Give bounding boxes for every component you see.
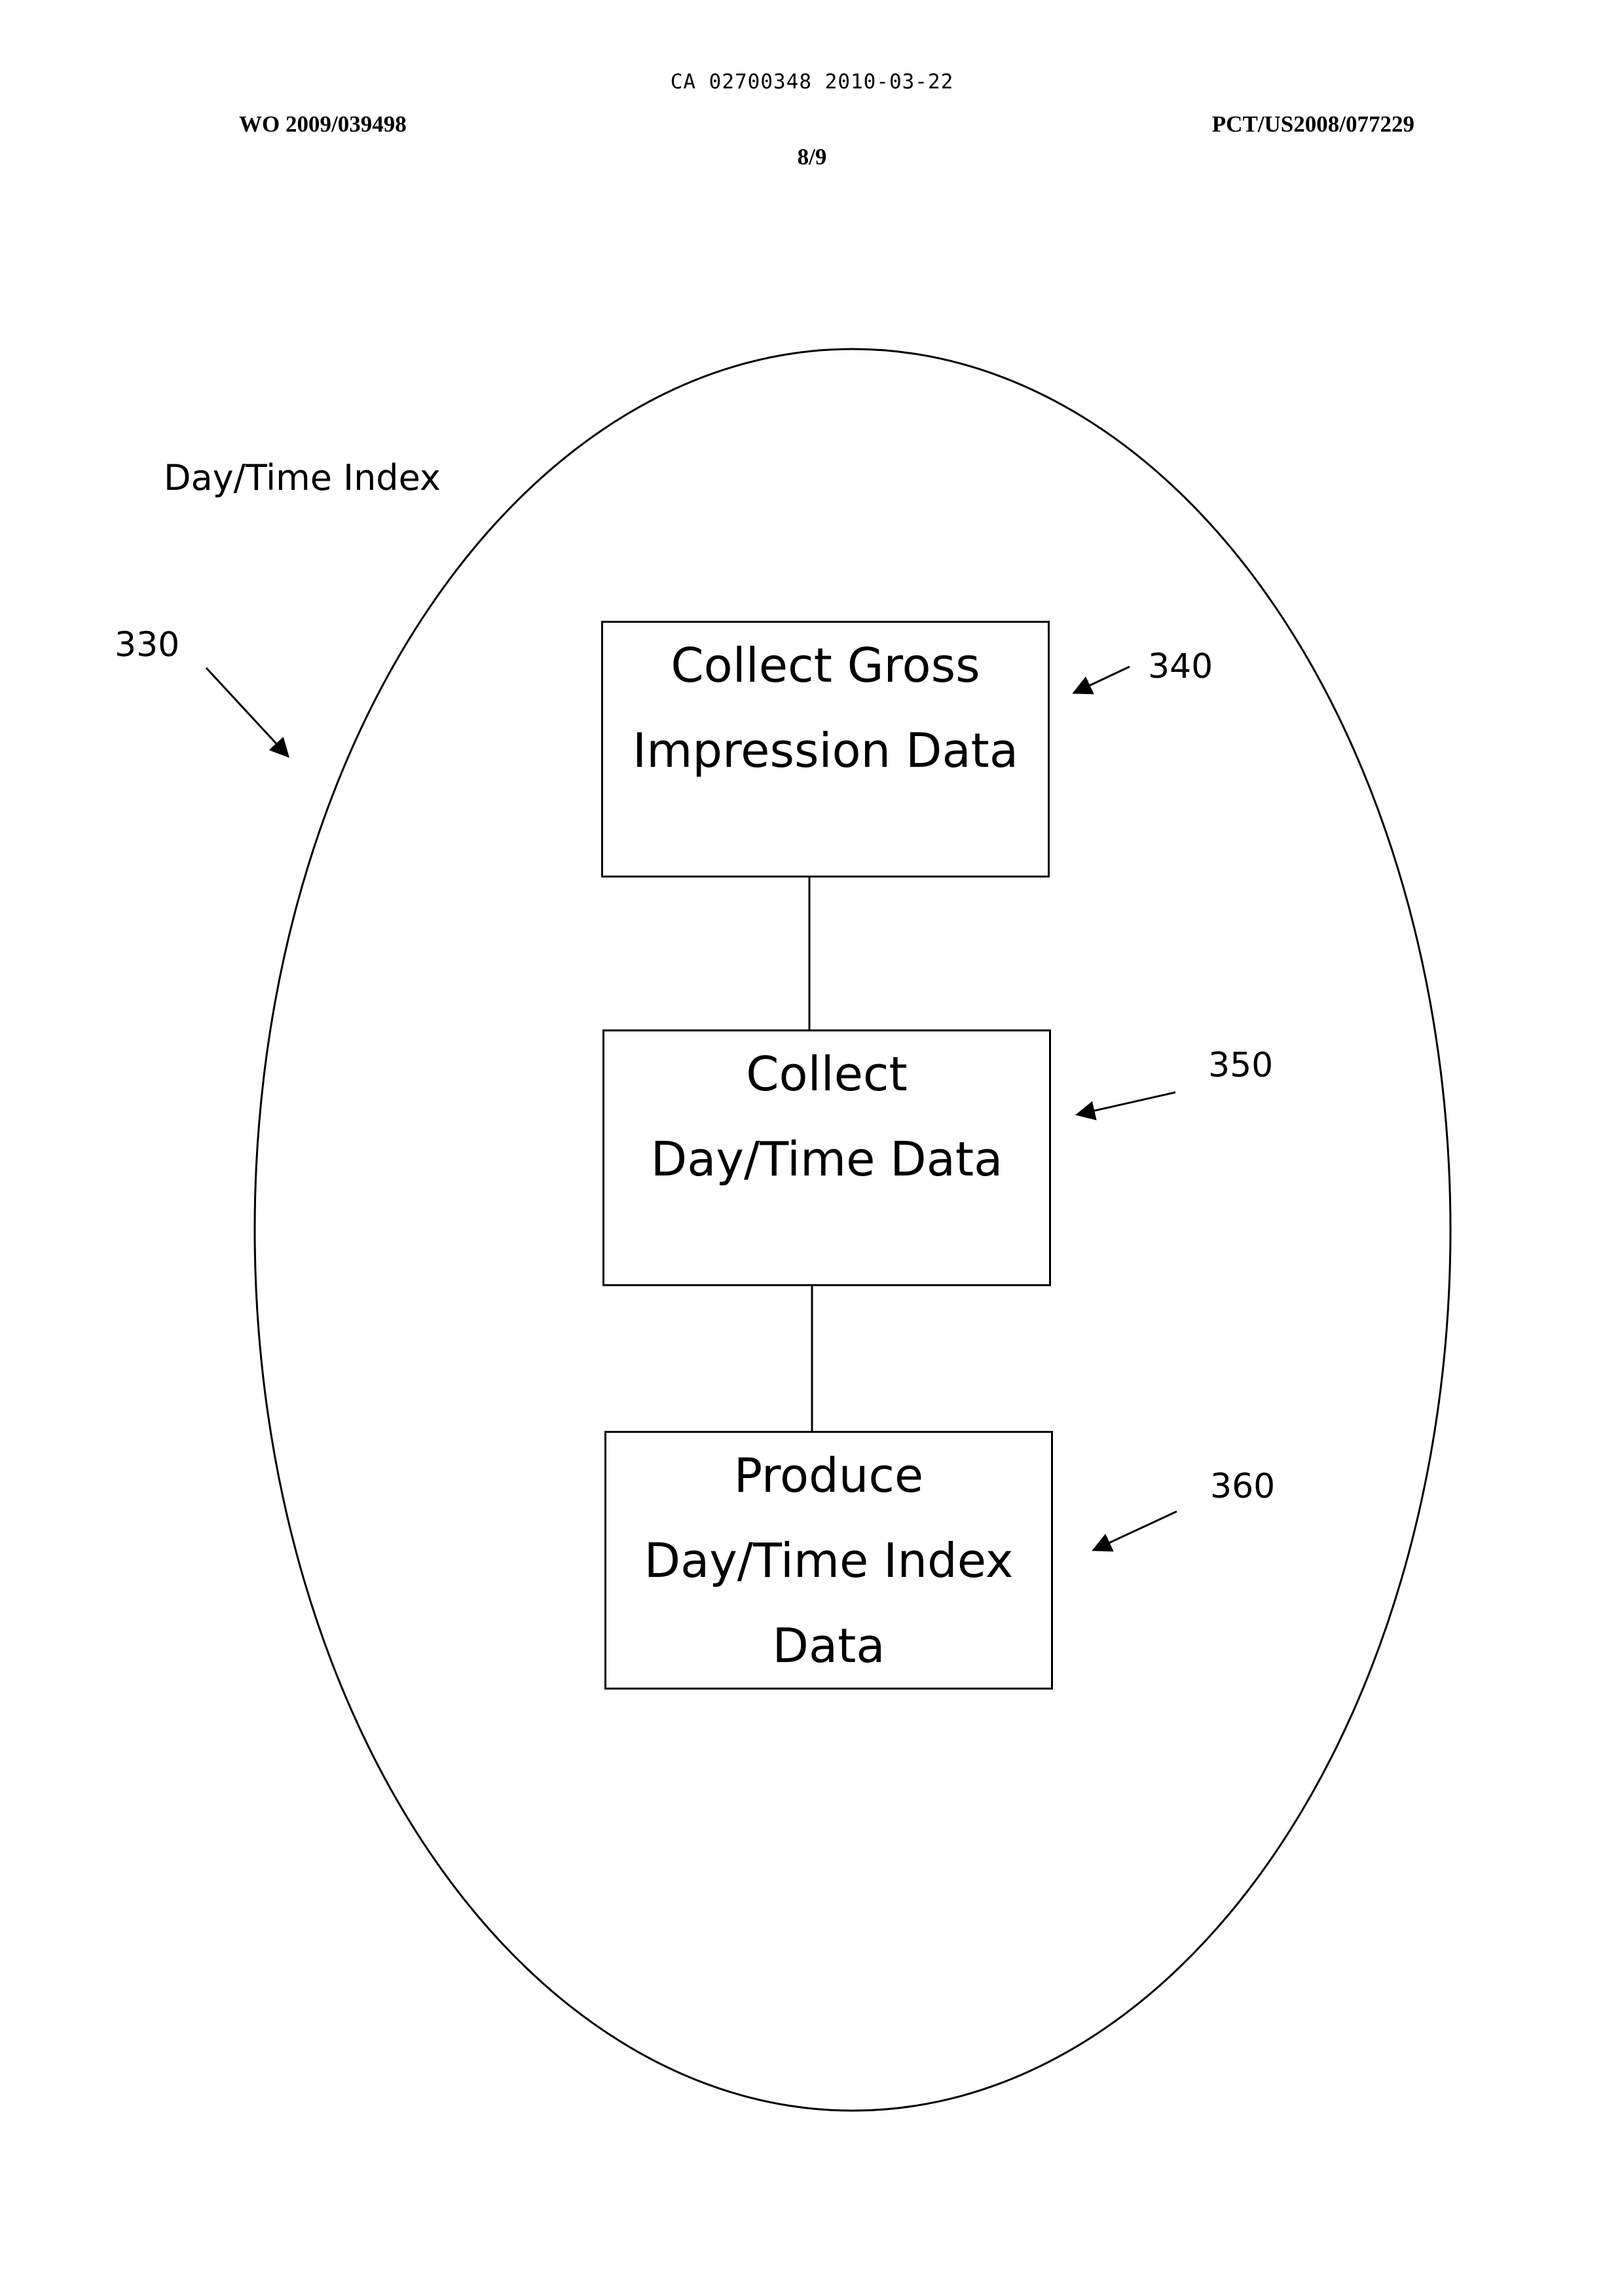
ref-arrow-350 <box>1077 1092 1175 1115</box>
ref-arrow-330 <box>206 668 288 756</box>
ref-arrow-360 <box>1094 1511 1177 1550</box>
step-ref-label-350: 350 <box>1208 1046 1273 1085</box>
step-box-collect-gross-impression: Collect Gross Impression Data <box>601 621 1050 878</box>
step-box-produce-day-time-index: Produce Day/Time Index Data <box>604 1431 1053 1690</box>
step-ref-label-360: 360 <box>1210 1467 1275 1506</box>
step-box-text: Collect Gross Impression Data <box>633 623 1018 793</box>
diagram-title: Day/Time Index <box>164 457 441 498</box>
step-box-text: Collect Day/Time Data <box>651 1031 1003 1202</box>
outer-ref-label: 330 <box>115 625 179 665</box>
step-ref-label-340: 340 <box>1148 647 1213 686</box>
ref-arrow-340 <box>1074 667 1130 693</box>
step-box-text: Produce Day/Time Index Data <box>644 1433 1014 1688</box>
step-box-collect-day-time: Collect Day/Time Data <box>602 1029 1051 1286</box>
